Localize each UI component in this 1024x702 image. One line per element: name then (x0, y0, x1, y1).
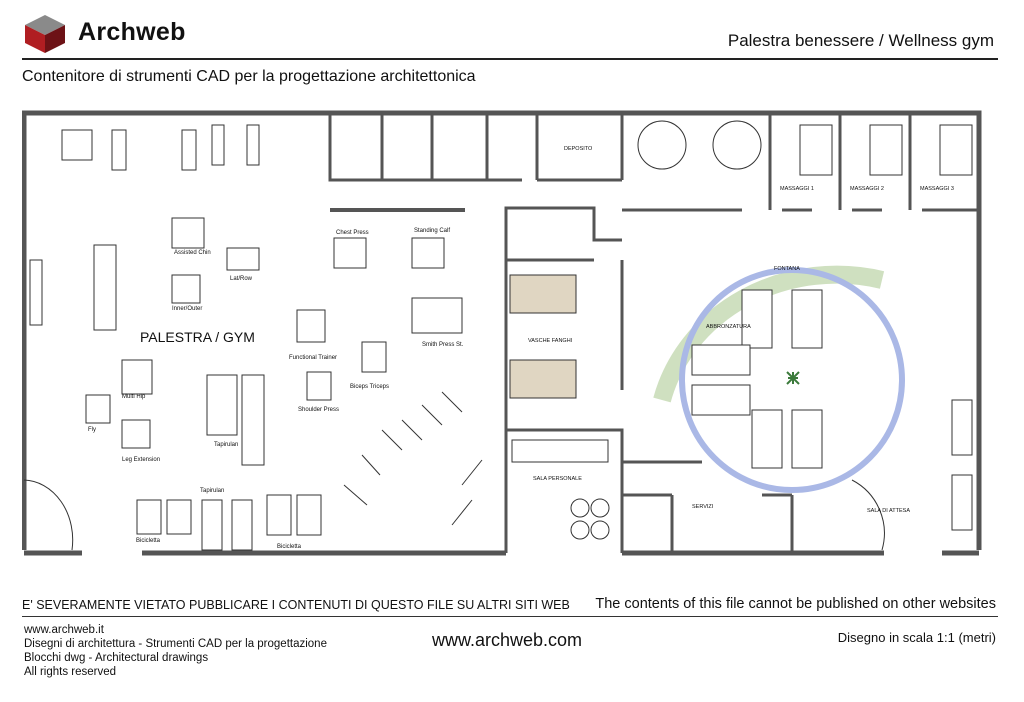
footer-line: Disegni di architettura - Strumenti CAD … (24, 638, 327, 650)
copyright-warning-it: E' SEVERAMENTE VIETATO PUBBLICARE I CONT… (22, 598, 570, 612)
room-label-massaggi-1: MASSAGGI 1 (780, 186, 814, 192)
equipment-label: Multi Hip (122, 394, 146, 400)
equipment-label: Tapirulan (214, 442, 238, 448)
copyright-warning-en: The contents of this file cannot be publ… (595, 596, 996, 612)
room-label-gym: PALESTRA / GYM (140, 329, 255, 345)
equipment-label: Lat/Row (230, 276, 253, 282)
equipment-label: Standing Calf (414, 228, 450, 234)
drawing-scale: Disegno in scala 1:1 (metri) (837, 630, 996, 645)
equipment-label: Tapirulan (200, 488, 224, 494)
footer-line: Blocchi dwg - Architectural drawings (24, 652, 209, 664)
equipment-label: Functional Trainer (289, 355, 337, 361)
room-label-vasche-fanghi: VASCHE FANGHI (528, 338, 573, 344)
footer-divider (22, 616, 998, 617)
equipment-label: Fly (88, 427, 96, 433)
page-subtitle: Contenitore di strumenti CAD per la prog… (22, 68, 476, 85)
room-label-deposito: DEPOSITO (564, 146, 593, 152)
equipment-label: Bicicletta (136, 538, 161, 544)
equipment-label: Biceps Triceps (350, 384, 389, 390)
equipment-label: Leg Extension (122, 457, 160, 463)
equipment-label: Chest Press (336, 230, 369, 236)
room-label-servizi: SERVIZI (692, 504, 714, 510)
page-title: Palestra benessere / Wellness gym (727, 31, 994, 50)
room-label-fontana: FONTANA (774, 266, 800, 272)
room-label-massaggi-2: MASSAGGI 2 (850, 186, 884, 192)
equipment-label: Shoulder Press (298, 407, 339, 413)
equipment-label: Bicicletta (277, 544, 302, 550)
equipment-label: Assisted Chin (174, 250, 211, 256)
floor-plan: PALESTRA / GYM DEPOSITO MASSAGGI 1 MASSA… (22, 110, 982, 556)
room-label-massaggi-3: MASSAGGI 3 (920, 186, 954, 192)
archweb-logo-icon[interactable] (24, 14, 66, 54)
footer-line: All rights reserved (24, 666, 117, 678)
footer-site-link[interactable]: www.archweb.it (24, 624, 104, 636)
room-label-abbronzatura: ABBRONZATURA (706, 324, 751, 330)
header-divider (22, 58, 998, 60)
footer-website-link[interactable]: www.archweb.com (432, 630, 583, 650)
equipment-label: Inner/Outer (172, 306, 202, 312)
room-label-sala-personale: SALA PERSONALE (533, 476, 582, 482)
room-label-sala-attesa: SALA DI ATTESA (867, 508, 910, 514)
equipment-label: Smith Press St. (422, 342, 464, 348)
brand-name[interactable]: Archweb (78, 18, 186, 46)
